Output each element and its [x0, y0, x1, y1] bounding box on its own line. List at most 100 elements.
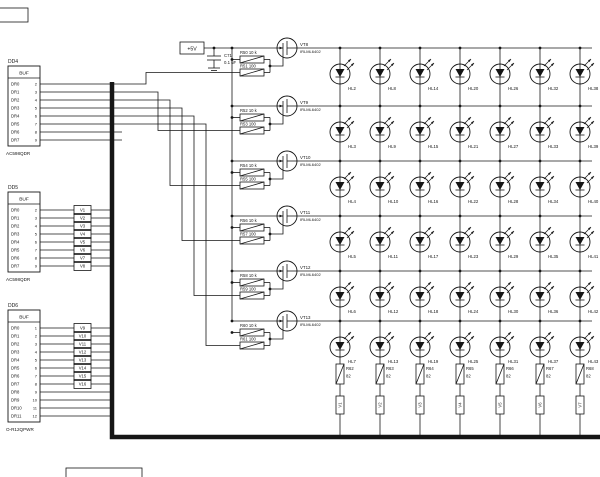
led-HL4: HL4: [329, 171, 356, 204]
svg-text:0.1 uF: 0.1 uF: [224, 60, 237, 65]
column-flag-V5: V5: [495, 395, 505, 415]
svg-text:DR5: DR5: [11, 122, 20, 127]
svg-text:O-R12QPWR: O-R12QPWR: [6, 427, 35, 432]
svg-text:HL8: HL8: [388, 86, 396, 91]
svg-text:HL15: HL15: [428, 144, 439, 149]
svg-text:DR10: DR10: [11, 406, 22, 411]
led-HL41: HL41: [569, 226, 599, 259]
svg-text:DR0: DR0: [11, 326, 20, 331]
svg-text:R55 100: R55 100: [240, 177, 257, 182]
led-HL10: HL10: [369, 171, 399, 204]
svg-text:V5: V5: [80, 240, 86, 245]
svg-text:DD6: DD6: [8, 303, 18, 309]
svg-text:4: 4: [35, 224, 38, 229]
svg-text:IRLML6402: IRLML6402: [300, 272, 321, 277]
svg-text:HL24: HL24: [468, 309, 479, 314]
svg-text:DR4: DR4: [11, 358, 20, 363]
svg-text:R60 10 k: R60 10 k: [240, 323, 258, 328]
svg-text:V16: V16: [79, 382, 87, 387]
svg-text:3: 3: [35, 90, 38, 95]
svg-text:R67: R67: [546, 366, 554, 371]
svg-text:6: 6: [35, 240, 38, 245]
svg-text:HL29: HL29: [508, 254, 519, 259]
svg-text:V3: V3: [80, 224, 86, 229]
svg-text:HL33: HL33: [548, 144, 559, 149]
led-HL29: HL29: [489, 226, 519, 259]
led-HL19: HL19: [409, 331, 439, 364]
dd4-row-select-lines: [40, 72, 240, 346]
led-HL12: HL12: [369, 281, 399, 314]
svg-text:HL27: HL27: [508, 144, 519, 149]
svg-text:V10: V10: [79, 334, 87, 339]
svg-text:DR7: DR7: [11, 138, 20, 143]
svg-text:8: 8: [35, 382, 38, 387]
svg-text:IRLML6402: IRLML6402: [300, 322, 321, 327]
column-flag-V1: V1: [335, 395, 345, 415]
svg-text:DR2: DR2: [11, 98, 20, 103]
net-flag-V15: V15: [40, 371, 110, 381]
svg-text:HL35: HL35: [548, 254, 559, 259]
led-HL7: HL7: [329, 331, 356, 364]
svg-text:5: 5: [35, 358, 38, 363]
svg-text:V12: V12: [79, 350, 87, 355]
led-HL13: HL13: [369, 331, 399, 364]
svg-text:V8: V8: [80, 264, 86, 269]
svg-text:DR6: DR6: [11, 256, 20, 261]
net-flag-V16: V16: [40, 379, 110, 389]
svg-text:HL37: HL37: [548, 359, 559, 364]
svg-text:VT10: VT10: [300, 155, 311, 160]
svg-text:DR7: DR7: [11, 264, 20, 269]
svg-text:DR3: DR3: [11, 106, 20, 111]
svg-text:DR6: DR6: [11, 130, 20, 135]
svg-text:HL40: HL40: [588, 199, 599, 204]
svg-text:DR8: DR8: [11, 390, 20, 395]
power-rail: +5V: [179, 41, 277, 321]
svg-text:R53 100: R53 100: [240, 122, 257, 127]
svg-text:HL16: HL16: [428, 199, 439, 204]
svg-text:V4: V4: [458, 402, 463, 408]
svg-text:DR1: DR1: [11, 216, 20, 221]
net-flag-V7: V7: [40, 253, 110, 263]
clipped-component-top-left: [0, 7, 29, 23]
svg-text:HL5: HL5: [348, 254, 356, 259]
svg-text:HL6: HL6: [348, 309, 356, 314]
svg-text:HL7: HL7: [348, 359, 356, 364]
led-HL37: HL37: [529, 331, 559, 364]
svg-text:8: 8: [35, 256, 38, 261]
svg-text:1: 1: [35, 326, 38, 331]
net-flag-V14: V14: [40, 363, 110, 373]
svg-text:2: 2: [35, 334, 38, 339]
led-HL6: HL6: [329, 281, 356, 314]
svg-text:82: 82: [546, 374, 551, 379]
svg-text:V9: V9: [80, 326, 86, 331]
svg-text:HL4: HL4: [348, 199, 356, 204]
svg-text:4: 4: [35, 350, 38, 355]
svg-text:V6: V6: [538, 402, 543, 408]
svg-text:HL3: HL3: [348, 144, 356, 149]
svg-text:HL38: HL38: [588, 86, 599, 91]
svg-text:DR1: DR1: [11, 90, 20, 95]
net-flag-V9: V9: [40, 323, 110, 333]
svg-text:6: 6: [35, 114, 38, 119]
led-HL24: HL24: [449, 281, 479, 314]
led-HL18: HL18: [409, 281, 439, 314]
svg-text:VT13: VT13: [300, 315, 311, 320]
led-HL17: HL17: [409, 226, 439, 259]
svg-text:HL43: HL43: [588, 359, 599, 364]
svg-text:V1: V1: [80, 208, 86, 213]
led-HL30: HL30: [489, 281, 519, 314]
svg-text:7: 7: [35, 374, 38, 379]
svg-text:7: 7: [35, 248, 38, 253]
svg-text:82: 82: [426, 374, 431, 379]
svg-text:82: 82: [506, 374, 511, 379]
svg-text:8: 8: [35, 130, 38, 135]
svg-text:HL2: HL2: [348, 86, 356, 91]
